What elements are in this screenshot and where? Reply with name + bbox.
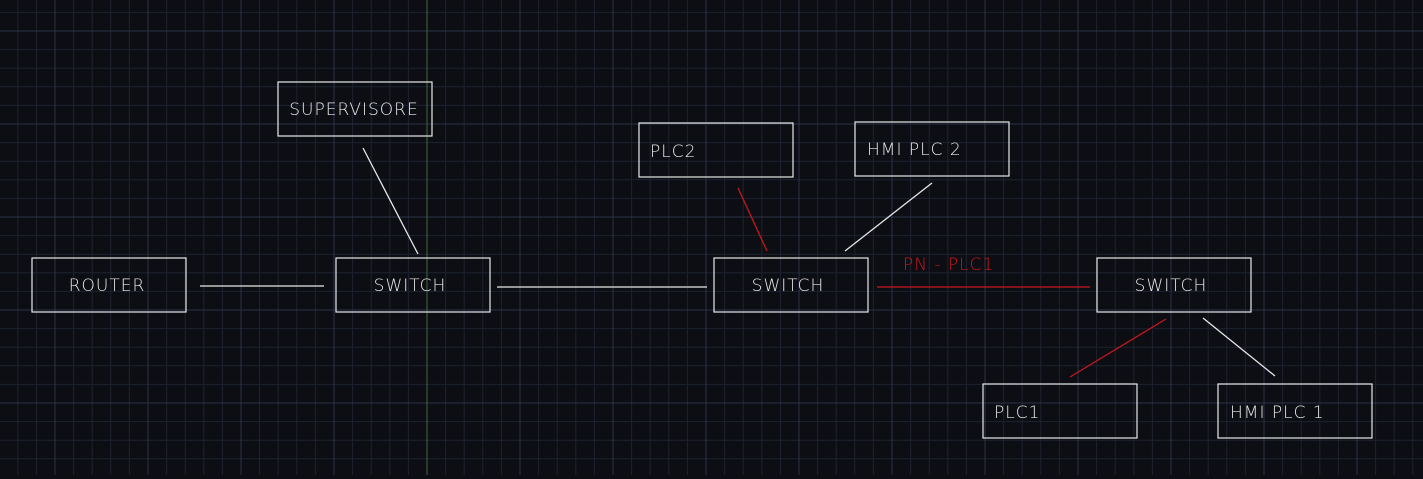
node-label[interactable]: HMI PLC 2 bbox=[867, 140, 962, 160]
node-router[interactable]: ROUTER bbox=[31, 257, 187, 313]
link-hmi-plc2-switch2[interactable] bbox=[844, 182, 933, 252]
node-plc2[interactable]: PLC2 bbox=[638, 122, 794, 178]
link-supervisore-switch1[interactable] bbox=[362, 147, 419, 255]
node-box[interactable] bbox=[277, 81, 433, 137]
link-plc2-switch2[interactable] bbox=[737, 187, 768, 252]
node-label[interactable]: SWITCH bbox=[1135, 276, 1208, 296]
link-switch3-plc1[interactable] bbox=[1069, 318, 1167, 378]
node-box[interactable] bbox=[854, 121, 1010, 177]
node-hmi-plc2[interactable]: HMI PLC 2 bbox=[854, 121, 1010, 177]
node-label[interactable]: SUPERVISORE bbox=[289, 100, 418, 120]
links: PN - PLC1 bbox=[200, 147, 1276, 378]
node-switch2[interactable]: SWITCH bbox=[713, 257, 869, 313]
node-box[interactable] bbox=[1096, 257, 1252, 313]
node-box[interactable] bbox=[31, 257, 187, 313]
node-box[interactable] bbox=[638, 122, 794, 178]
node-switch1[interactable]: SWITCH bbox=[335, 257, 491, 313]
node-box[interactable] bbox=[982, 383, 1138, 439]
node-plc1[interactable]: PLC1 bbox=[982, 383, 1138, 439]
node-label[interactable]: SWITCH bbox=[374, 276, 447, 296]
link-switch3-hmi-plc1[interactable] bbox=[1202, 317, 1276, 377]
node-switch3[interactable]: SWITCH bbox=[1096, 257, 1252, 313]
node-hmi-plc1[interactable]: HMI PLC 1 bbox=[1217, 383, 1373, 439]
node-box[interactable] bbox=[1217, 383, 1373, 439]
node-box[interactable] bbox=[335, 257, 491, 313]
node-label[interactable]: ROUTER bbox=[69, 276, 146, 296]
node-supervisore[interactable]: SUPERVISORE bbox=[277, 81, 433, 137]
node-label[interactable]: SWITCH bbox=[752, 276, 825, 296]
node-label[interactable]: HMI PLC 1 bbox=[1230, 403, 1325, 423]
link-label-switch2-switch3[interactable]: PN - PLC1 bbox=[903, 255, 994, 275]
node-label[interactable]: PLC1 bbox=[994, 403, 1040, 423]
node-label[interactable]: PLC2 bbox=[650, 142, 696, 162]
node-box[interactable] bbox=[713, 257, 869, 313]
